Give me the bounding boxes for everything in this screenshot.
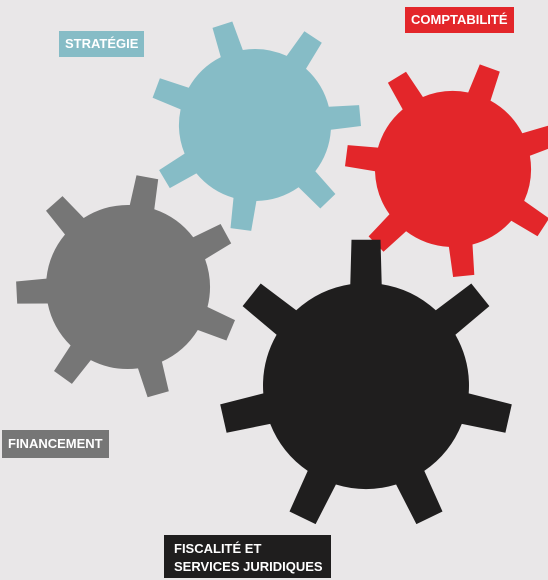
label-comptabilite: COMPTABILITÉ [405, 7, 514, 33]
label-fiscalite-line1: FISCALITÉ ET [174, 541, 262, 556]
label-strategie: STRATÉGIE [59, 31, 145, 57]
label-financement: FINANCEMENT [2, 430, 109, 458]
label-fiscalite: FISCALITÉ ET SERVICES JURIDIQUES [164, 535, 331, 578]
label-fiscalite-line2: SERVICES JURIDIQUES [174, 559, 323, 574]
gear-fiscalite [220, 239, 512, 525]
gear-strategie [152, 21, 361, 231]
gear-comptabilite [345, 64, 548, 277]
gear-financement [16, 175, 235, 398]
